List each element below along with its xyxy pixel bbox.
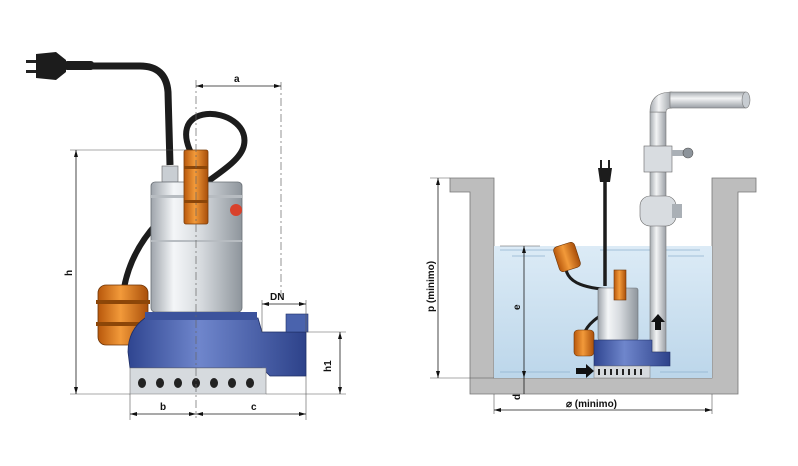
pipe-elbow xyxy=(649,91,673,113)
pump-base xyxy=(127,317,307,377)
strainer-holes xyxy=(138,378,254,388)
upflow-arrow-icon xyxy=(651,314,665,330)
strainer-holes-right xyxy=(598,369,642,375)
plug-icon-right xyxy=(598,160,612,182)
dimension-h-label: h xyxy=(64,270,75,276)
dimension-b-label: b xyxy=(160,402,166,413)
float-holder-right xyxy=(613,269,627,301)
dimension-width-label: ⌀ (minimo) xyxy=(566,399,617,410)
dimension-c-label: c xyxy=(251,402,257,413)
gate-valve xyxy=(639,145,694,227)
upper-float xyxy=(553,241,581,273)
cable-gland xyxy=(161,165,179,183)
inflow-arrow-icon xyxy=(576,364,594,378)
plug-icon xyxy=(26,52,94,80)
power-cable xyxy=(92,62,174,166)
lower-float xyxy=(573,329,595,357)
right-installation-view: p (minimo) e d ⌀ (minimo) xyxy=(426,91,757,414)
dimension-d-label: d xyxy=(512,394,523,400)
dimension-dn-label: DN xyxy=(270,292,284,303)
dimension-e-label: e xyxy=(512,304,523,310)
dimension-a-label: a xyxy=(234,74,240,85)
dimension-h1-label: h1 xyxy=(323,360,334,372)
left-pump-view: a h DN h1 b c xyxy=(26,52,346,420)
dimension-p-label: p (minimo) xyxy=(426,261,437,312)
pipe-horizontal xyxy=(669,91,747,109)
brand-logo-mark xyxy=(230,204,242,216)
